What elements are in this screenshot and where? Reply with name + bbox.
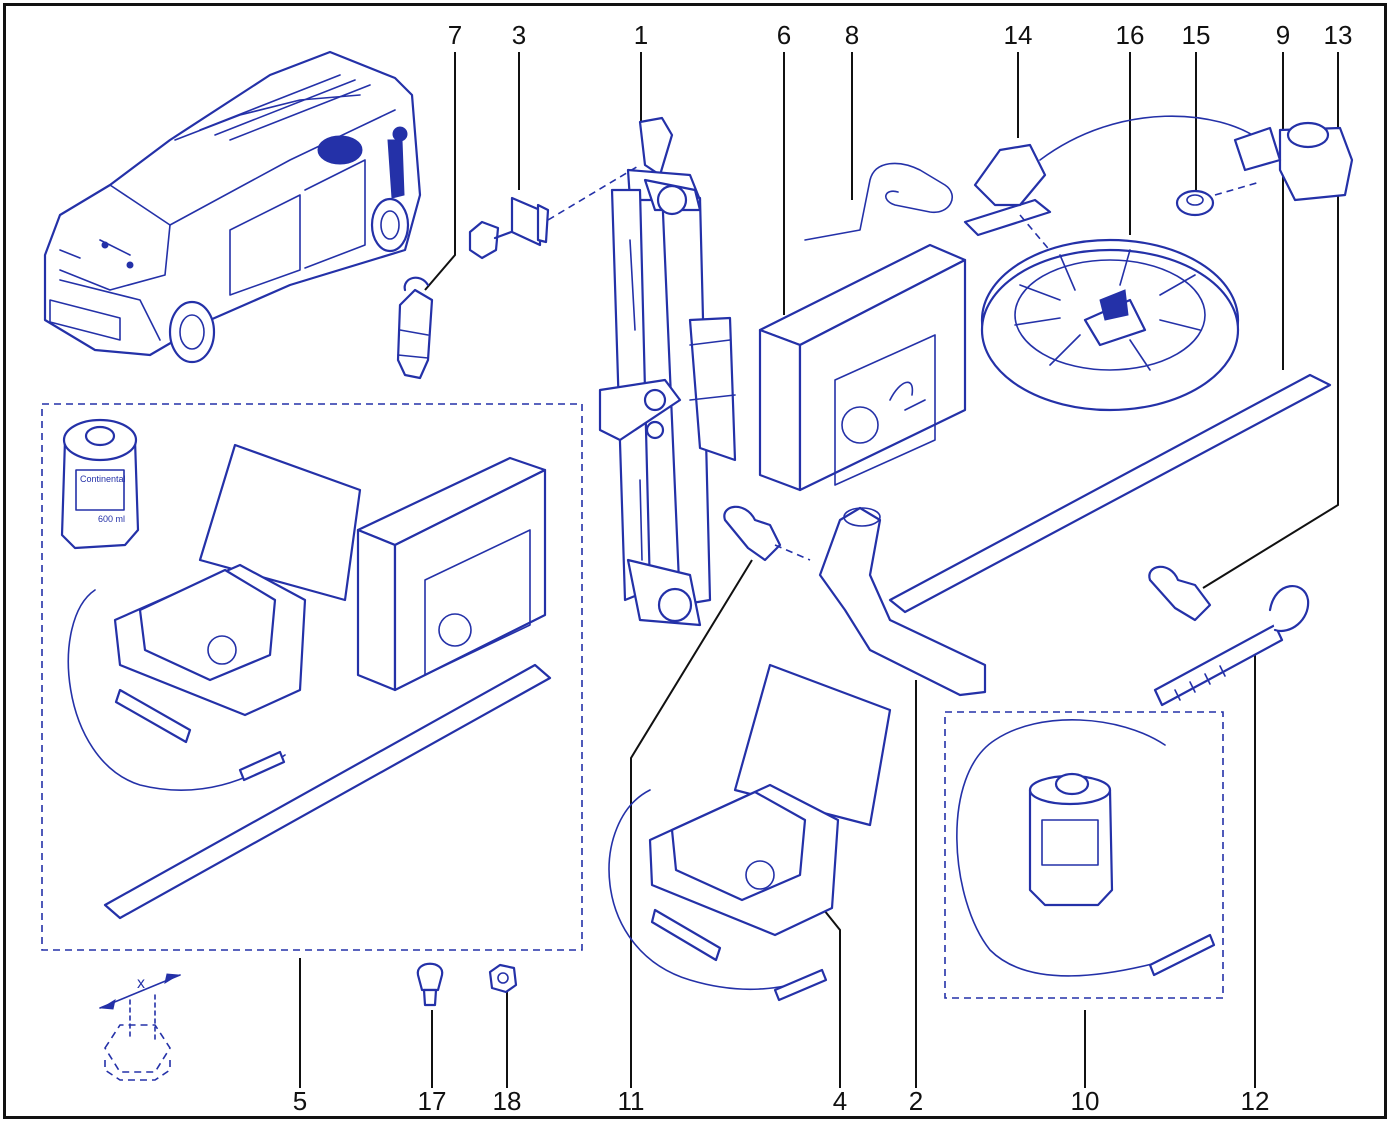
van-illustration <box>43 50 422 364</box>
part-3-bolt <box>468 164 641 260</box>
callout-4: 4 <box>833 1086 847 1116</box>
part-2-wheel-brace <box>818 506 987 697</box>
callout-6: 6 <box>777 20 791 50</box>
part-11-wing-nut <box>723 505 811 562</box>
part-10-refill <box>956 719 1216 977</box>
part-4-compressor <box>608 663 892 1002</box>
callout-7: 7 <box>448 20 462 50</box>
part-8-hook <box>804 162 953 241</box>
dimension-nut-detail: x <box>99 973 181 1081</box>
part-winch <box>1233 121 1354 202</box>
bottle-volume-label: 600 ml <box>98 514 125 524</box>
part-13-wing-nut <box>1148 565 1212 622</box>
callout-15: 15 <box>1182 20 1211 50</box>
kit-5-outline <box>41 403 583 951</box>
bottle-brand-label: Continental <box>80 474 126 484</box>
part-7-holder <box>396 276 434 380</box>
callout-12: 12 <box>1241 1086 1270 1116</box>
callout-11: 11 <box>618 1086 645 1116</box>
callout-17: 17 <box>418 1086 447 1116</box>
callout-10: 10 <box>1071 1086 1100 1116</box>
kit-10-outline <box>944 711 1224 999</box>
part-18-nut <box>488 963 518 994</box>
callout-2: 2 <box>909 1086 923 1116</box>
leader-lines <box>299 52 1339 1088</box>
part-15-grommet <box>1175 181 1261 217</box>
callout-14: 14 <box>1004 20 1033 50</box>
part-9-strip <box>888 373 1332 614</box>
callout-5: 5 <box>293 1086 307 1116</box>
part-1-jack <box>598 116 737 627</box>
part-6-toolbox <box>758 243 967 492</box>
callout-13: 13 <box>1324 20 1353 50</box>
callout-16: 16 <box>1116 20 1145 50</box>
callout-1: 1 <box>634 20 648 50</box>
callout-9: 9 <box>1276 20 1290 50</box>
part-16-wheel-carrier <box>980 238 1240 412</box>
part-17-bolt <box>416 962 444 1007</box>
dimension-label: x <box>137 975 145 992</box>
part-12-towing-eye <box>1153 584 1310 707</box>
callout-18: 18 <box>493 1086 522 1116</box>
part-14-bracket <box>963 115 1261 311</box>
callout-8: 8 <box>845 20 859 50</box>
part-5-kit: Continental 600 ml <box>60 418 552 920</box>
callout-3: 3 <box>512 20 526 50</box>
